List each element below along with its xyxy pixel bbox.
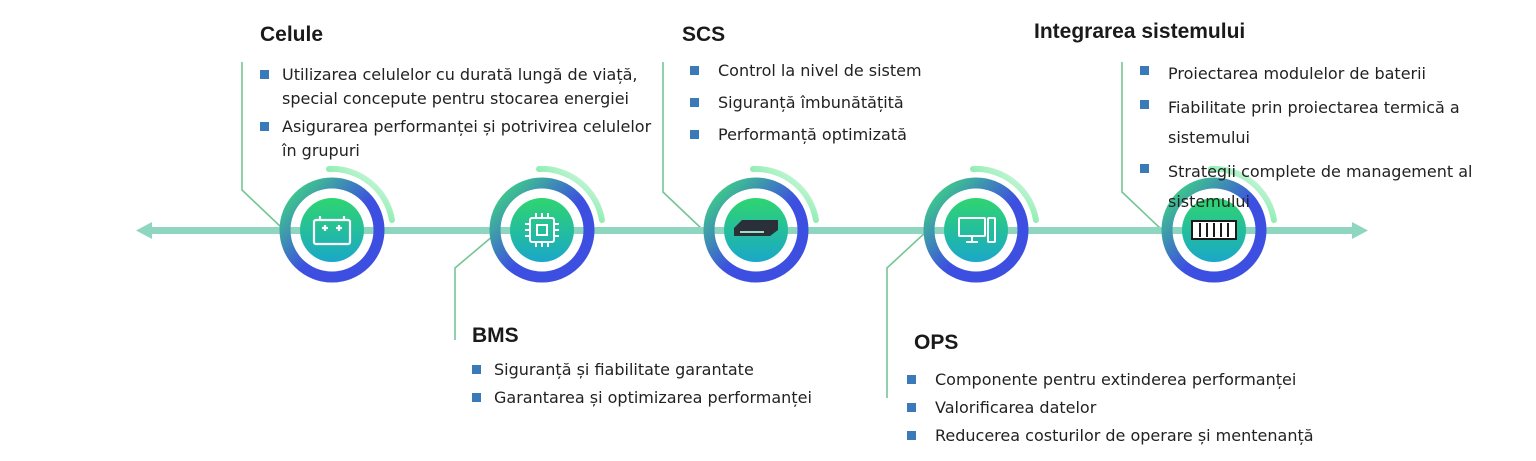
stage-list-integrare: Proiectarea modulelor de baterii Fiabili… [1140, 59, 1500, 221]
list-item: Utilizarea celulelor cu durată lungă de … [260, 63, 660, 111]
list-item: Proiectarea modulelor de baterii [1140, 59, 1500, 89]
list-item: Performanță optimizată [690, 123, 1020, 147]
stage-list-ops: Componente pentru extinderea performanțe… [907, 368, 1427, 452]
connector-ops [886, 229, 929, 398]
list-item: Garantarea și optimizarea performanței [472, 386, 892, 410]
battery-icon [312, 216, 352, 246]
list-item: Componente pentru extinderea performanțe… [907, 368, 1427, 392]
connector-integrare [1121, 62, 1163, 231]
stage-title-integrare: Integrarea sistemului [1034, 20, 1246, 43]
timeline-arrow-right [1352, 222, 1368, 239]
list-item: Reducerea costurilor de operare și mente… [907, 424, 1427, 448]
stage-list-celule: Utilizarea celulelor cu durată lungă de … [260, 63, 660, 167]
node-bms [489, 165, 605, 283]
stage-list-bms: Siguranță și fiabilitate garantate Garan… [472, 358, 892, 414]
stage-title-scs: SCS [682, 23, 726, 46]
connector-scs [662, 62, 704, 231]
stage-title-celule: Celule [260, 23, 324, 46]
list-item: Fiabilitate prin proiectarea termică a s… [1140, 93, 1500, 153]
connector-celule [241, 62, 283, 229]
battery-module-icon [1191, 220, 1237, 240]
stage-list-scs: Control la nivel de sistem Siguranță îmb… [690, 59, 1020, 155]
node-scs [703, 165, 819, 283]
controller-box-icon [734, 220, 778, 236]
list-item: Strategii complete de management al sist… [1140, 157, 1500, 217]
stage-title-bms: BMS [472, 324, 519, 347]
node-integrare [1161, 165, 1277, 283]
list-item: Valorificarea datelor [907, 396, 1427, 420]
list-item: Siguranță și fiabilitate garantate [472, 358, 892, 382]
list-item: Asigurarea performanței și potrivirea ce… [260, 115, 660, 163]
list-item: Siguranță îmbunătățită [690, 91, 1020, 115]
node-celule [279, 165, 395, 283]
computer-icon [958, 217, 996, 243]
chip-icon [525, 213, 559, 247]
node-ops [923, 165, 1039, 283]
timeline-arrow-left [136, 222, 152, 239]
connector-bms [454, 229, 501, 340]
list-item: Control la nivel de sistem [690, 59, 1020, 83]
stage-title-ops: OPS [914, 331, 959, 354]
